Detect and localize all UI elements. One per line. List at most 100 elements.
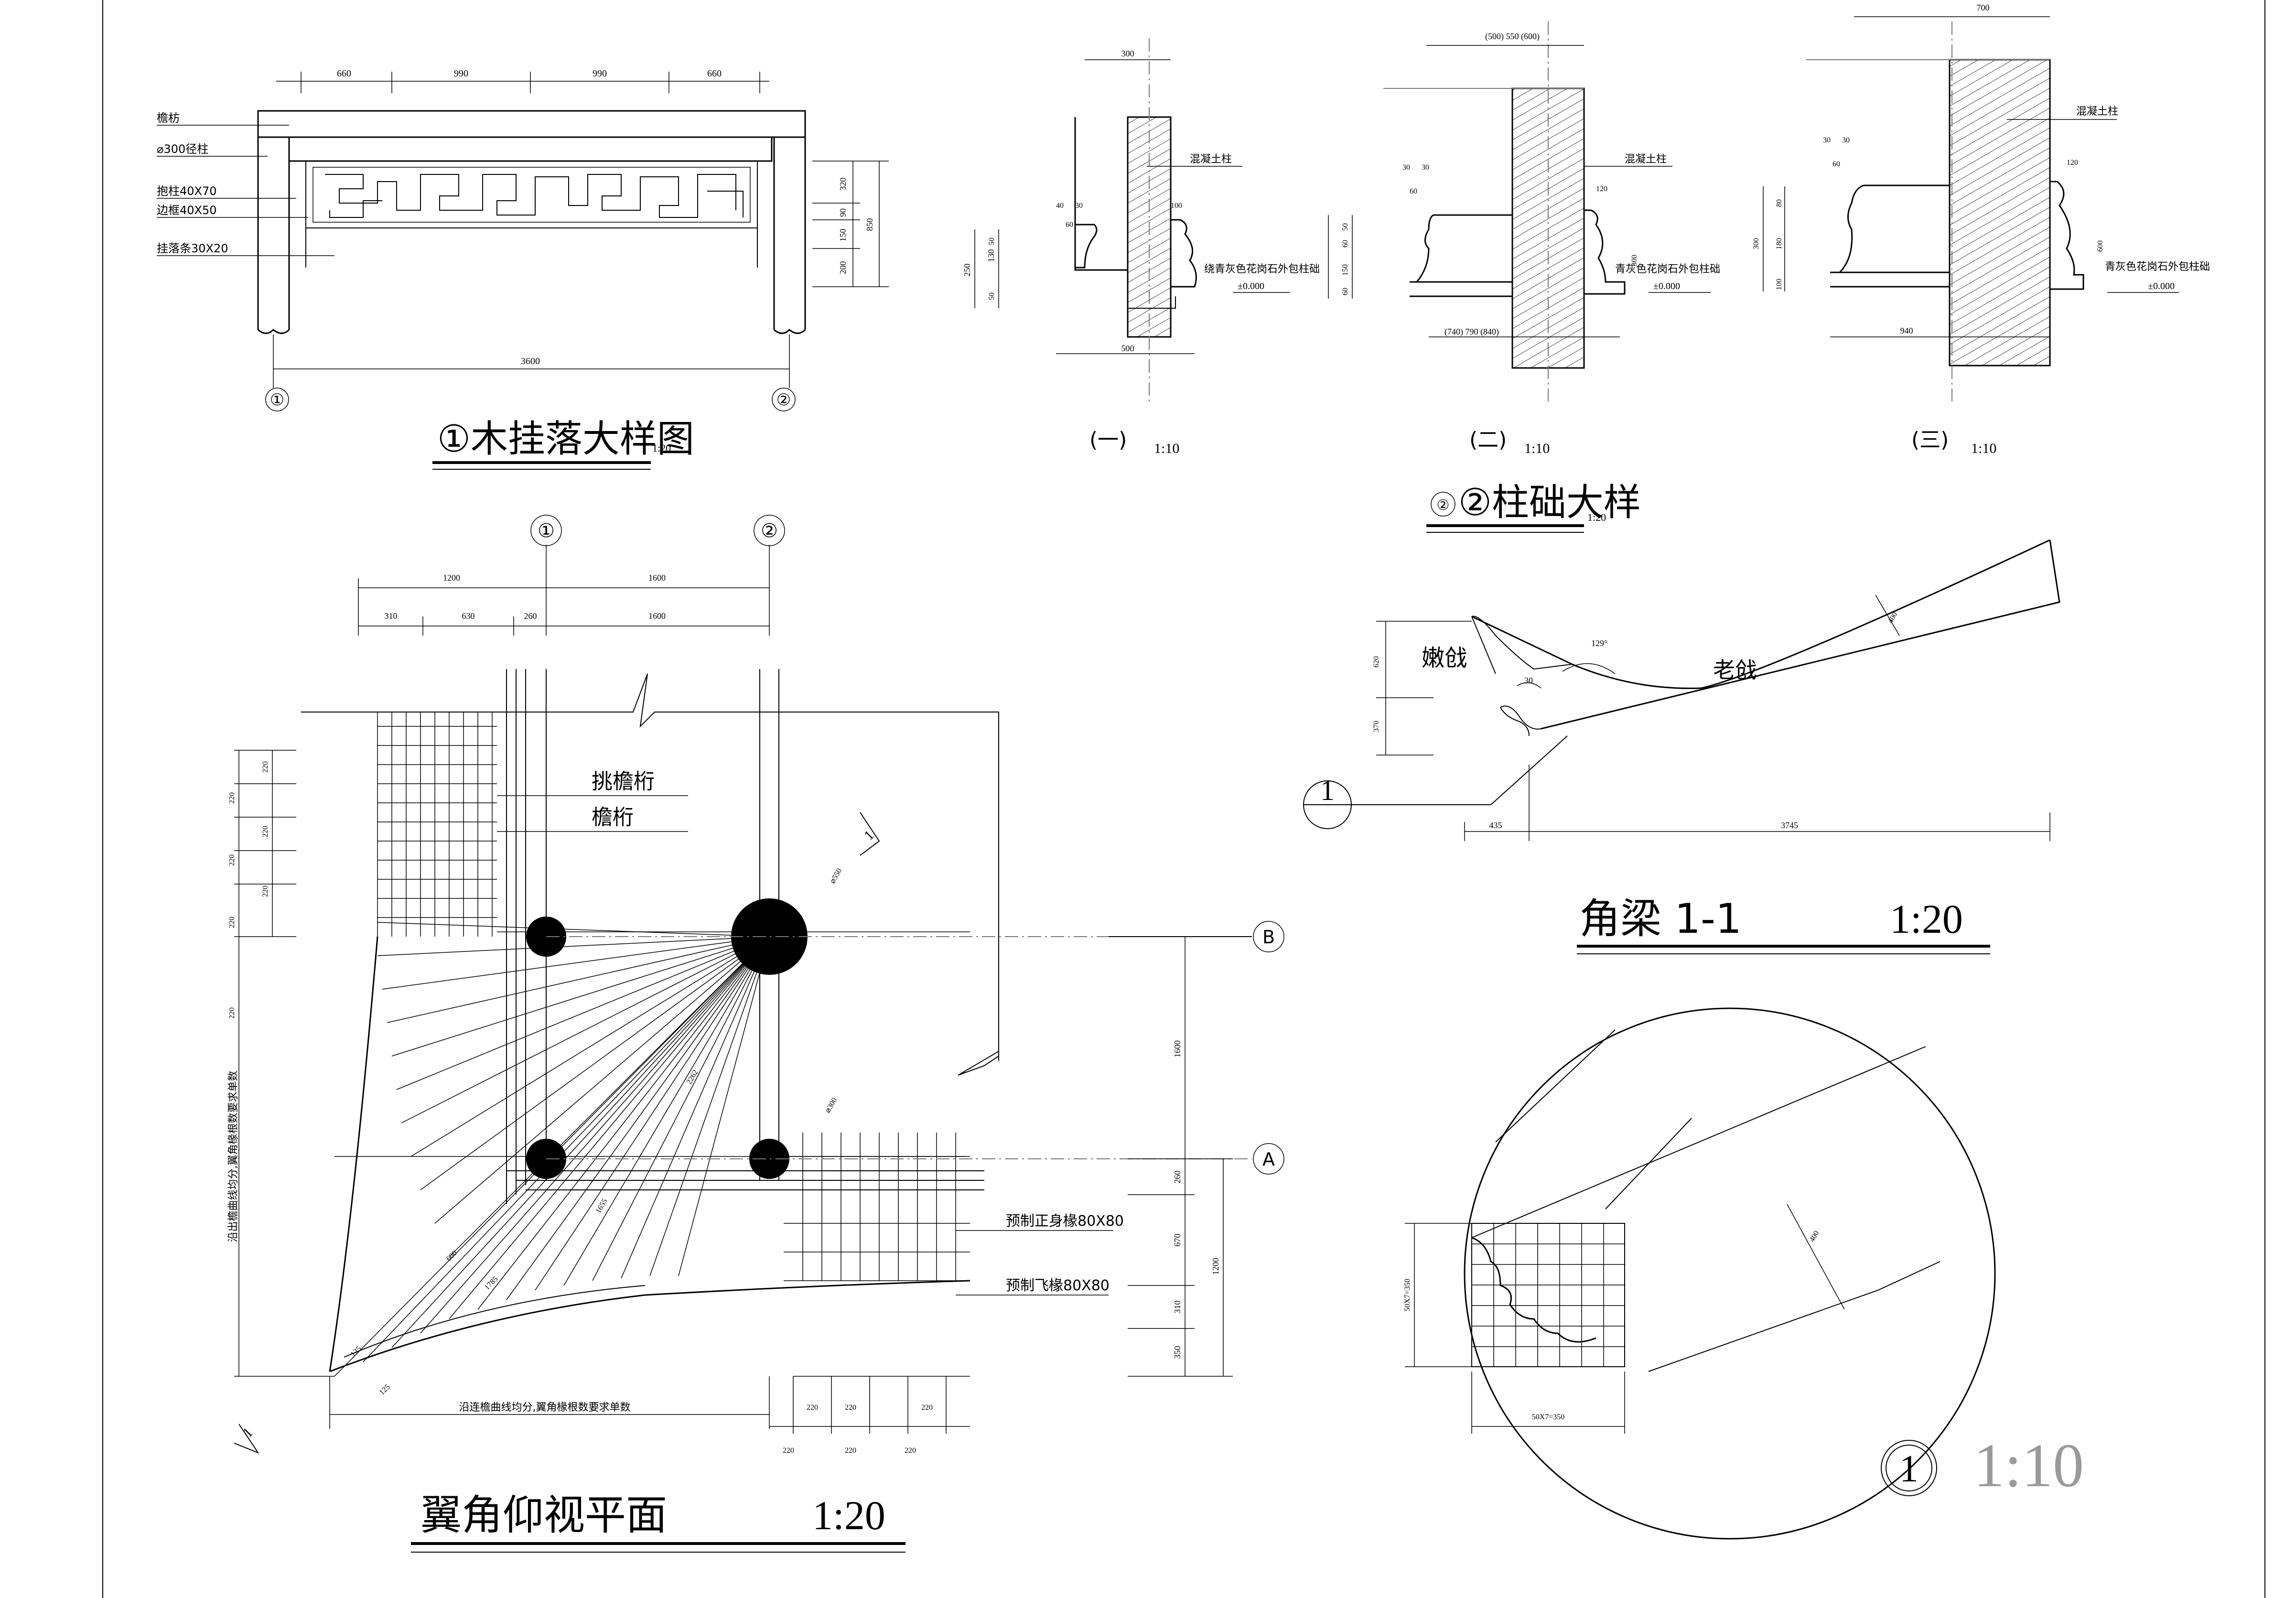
zc3-mark: (三) xyxy=(1911,428,1949,452)
zc2-label-concrete: 混凝土柱 xyxy=(1625,153,1667,165)
zc2-level: ±0.000 xyxy=(1653,281,1680,292)
yj-dim-left-5: 220 xyxy=(228,854,236,866)
gl-dim-total: 3600 xyxy=(521,356,540,367)
dt-scale: 1:10 xyxy=(1973,1431,2084,1500)
svg-text:1: 1 xyxy=(240,1425,256,1441)
zc1-small-3: 30 xyxy=(1075,202,1083,210)
zc2-h: 300 xyxy=(1630,255,1638,266)
yj-dim-top-total-2: 1600 xyxy=(648,573,666,583)
zc2-small-2: 30 xyxy=(1422,163,1429,172)
dt-dim-h: 50X7=350 xyxy=(1532,1413,1565,1421)
gl-dim-right-1: 320 xyxy=(838,178,848,191)
zc1-left-4: 50 xyxy=(988,292,996,300)
yj-diam-big: ⌀550 xyxy=(829,867,844,885)
jl-bottom-2: 3745 xyxy=(1781,821,1798,830)
yj-grid-b: B xyxy=(1262,927,1275,948)
zc1-left-2: 130 xyxy=(986,249,996,262)
yj-dim-bottom-2: 220 xyxy=(845,1404,856,1412)
gl-dim-top-1: 660 xyxy=(337,68,351,79)
gl-axis-2: ② xyxy=(776,390,791,410)
zc1-top: 300 xyxy=(1121,49,1134,58)
yj-dim-bottom-3: 220 xyxy=(921,1404,933,1412)
zc3-bottom: 940 xyxy=(1900,326,1913,335)
yj-dim-bottom-5: 220 xyxy=(845,1447,856,1455)
yj-note-bottom: 沿连檐曲线均分,翼角椽根数要求单数 xyxy=(459,1402,631,1414)
dt-dim-v: 50X7=350 xyxy=(1403,1279,1412,1312)
zc3-label-stone: 青灰色花岗石外包柱础 xyxy=(2105,261,2210,273)
yj-diag-5: 125 xyxy=(378,1383,392,1397)
zc1-left-3: 50 xyxy=(988,238,996,245)
zc2-left-2: 60 xyxy=(1341,240,1349,248)
zc1-small-2: 40 xyxy=(1056,202,1064,210)
yj-label-yan: 檐桁 xyxy=(592,805,634,830)
yj-dim-left-4: 220 xyxy=(228,792,236,804)
jl-angle2: 30 xyxy=(1524,676,1533,685)
zc1-label-concrete: 混凝土柱 xyxy=(1190,153,1232,165)
yj-dim-bottom-1: 220 xyxy=(807,1404,818,1412)
zc2-left-4: 60 xyxy=(1341,288,1349,295)
zc1-mark: (一) xyxy=(1089,428,1127,452)
zc3-label-concrete: 混凝土柱 xyxy=(2076,106,2118,118)
zc-title-scale: 1:20 xyxy=(1587,511,1606,523)
yj-dim-right-2: 260 xyxy=(1173,1171,1182,1184)
gl-dim-right-3: 150 xyxy=(838,229,848,242)
jl-left-2: 370 xyxy=(1372,721,1380,732)
zc1-bottom: 500 xyxy=(1121,344,1134,353)
zc2-small-3: 60 xyxy=(1410,187,1417,195)
gua-luo-detail: 660 990 990 660 檐枋 ⌀300径柱 抱柱40X70 边框40X5… xyxy=(157,68,889,470)
zc3-level: ±0.000 xyxy=(2148,281,2175,292)
zc2-left-1: 50 xyxy=(1341,223,1349,231)
yj-diag-1: 2262 xyxy=(685,1069,700,1086)
yj-grid-a: A xyxy=(1262,1149,1275,1170)
yj-title: 翼角仰视平面 xyxy=(420,1491,667,1539)
yj-dim-right-3: 670 xyxy=(1173,1234,1182,1247)
gl-title: ①木挂落大样图 xyxy=(437,418,694,461)
yj-note-left: 沿出檐曲线均分,翼角椽根数要求单数 xyxy=(227,1071,239,1242)
yj-dim-right-total: 1200 xyxy=(1211,1258,1220,1275)
yj-dim-left-6: 220 xyxy=(228,917,236,928)
yj-dim-top-3: 260 xyxy=(524,611,537,621)
yj-dim-right-1: 1600 xyxy=(1173,1040,1182,1058)
gl-label-1: 檐枋 xyxy=(157,111,180,125)
zc1-left-1: 250 xyxy=(962,264,972,277)
gl-dim-right-total: 850 xyxy=(865,218,874,231)
gl-label-5: 挂落条30X20 xyxy=(157,242,228,255)
gl-title-scale: 1:20 xyxy=(652,442,671,454)
yj-dim-bottom-6: 220 xyxy=(905,1447,916,1455)
yj-dim-bottom-4: 220 xyxy=(783,1447,794,1455)
zc3-r: 120 xyxy=(2067,159,2078,167)
zc3-left-3: 300 xyxy=(1752,238,1760,249)
jl-bottom-1: 435 xyxy=(1489,821,1502,830)
zc1-r: 100 xyxy=(1171,202,1182,210)
zc1-level: ±0.000 xyxy=(1238,281,1264,292)
svg-text:②: ② xyxy=(1437,497,1450,514)
gl-dim-top-3: 990 xyxy=(593,68,607,79)
yj-dim-left-3: 220 xyxy=(261,885,269,897)
yj-dim-left-2: 220 xyxy=(261,826,269,837)
zc3-small-2: 30 xyxy=(1842,136,1850,144)
jl-label-nen: 嫩戗 xyxy=(1422,645,1467,671)
zc3-scale: 1:10 xyxy=(1971,441,1996,456)
yj-label-tiao: 挑檐桁 xyxy=(592,769,655,794)
yj-diag-6: 600 xyxy=(445,1249,459,1263)
yj-axis-2: ② xyxy=(761,520,778,542)
yj-label-zheng: 预制正身椽80X80 xyxy=(1006,1213,1124,1230)
gl-label-3: 抱柱40X70 xyxy=(157,184,217,198)
jiao-liang-section: 嫩戗 老戗 129° 30 400 620 370 435 3745 1 角梁 … xyxy=(1303,539,2060,954)
yj-diag-3: 1785 xyxy=(483,1275,500,1292)
jl-width: 400 xyxy=(1886,611,1899,625)
yj-dim-top-2: 630 xyxy=(462,611,475,621)
jl-left-1: 620 xyxy=(1372,656,1380,668)
column-big xyxy=(731,898,808,975)
yj-diam-small: ⌀300 xyxy=(824,1096,839,1114)
zc2-scale: 1:10 xyxy=(1524,441,1550,456)
svg-text:1: 1 xyxy=(861,827,877,843)
gl-dim-right-2: 90 xyxy=(838,208,848,217)
dt-tag: 1 xyxy=(1899,1448,1919,1490)
yj-dim-top-4: 1600 xyxy=(648,611,666,621)
zc2-bottom: (740) 790 (840) xyxy=(1444,327,1499,337)
gl-label-4: 边框40X50 xyxy=(157,204,217,217)
zc3-top: 700 xyxy=(1977,3,1990,12)
gl-dim-right-4: 200 xyxy=(838,261,848,274)
